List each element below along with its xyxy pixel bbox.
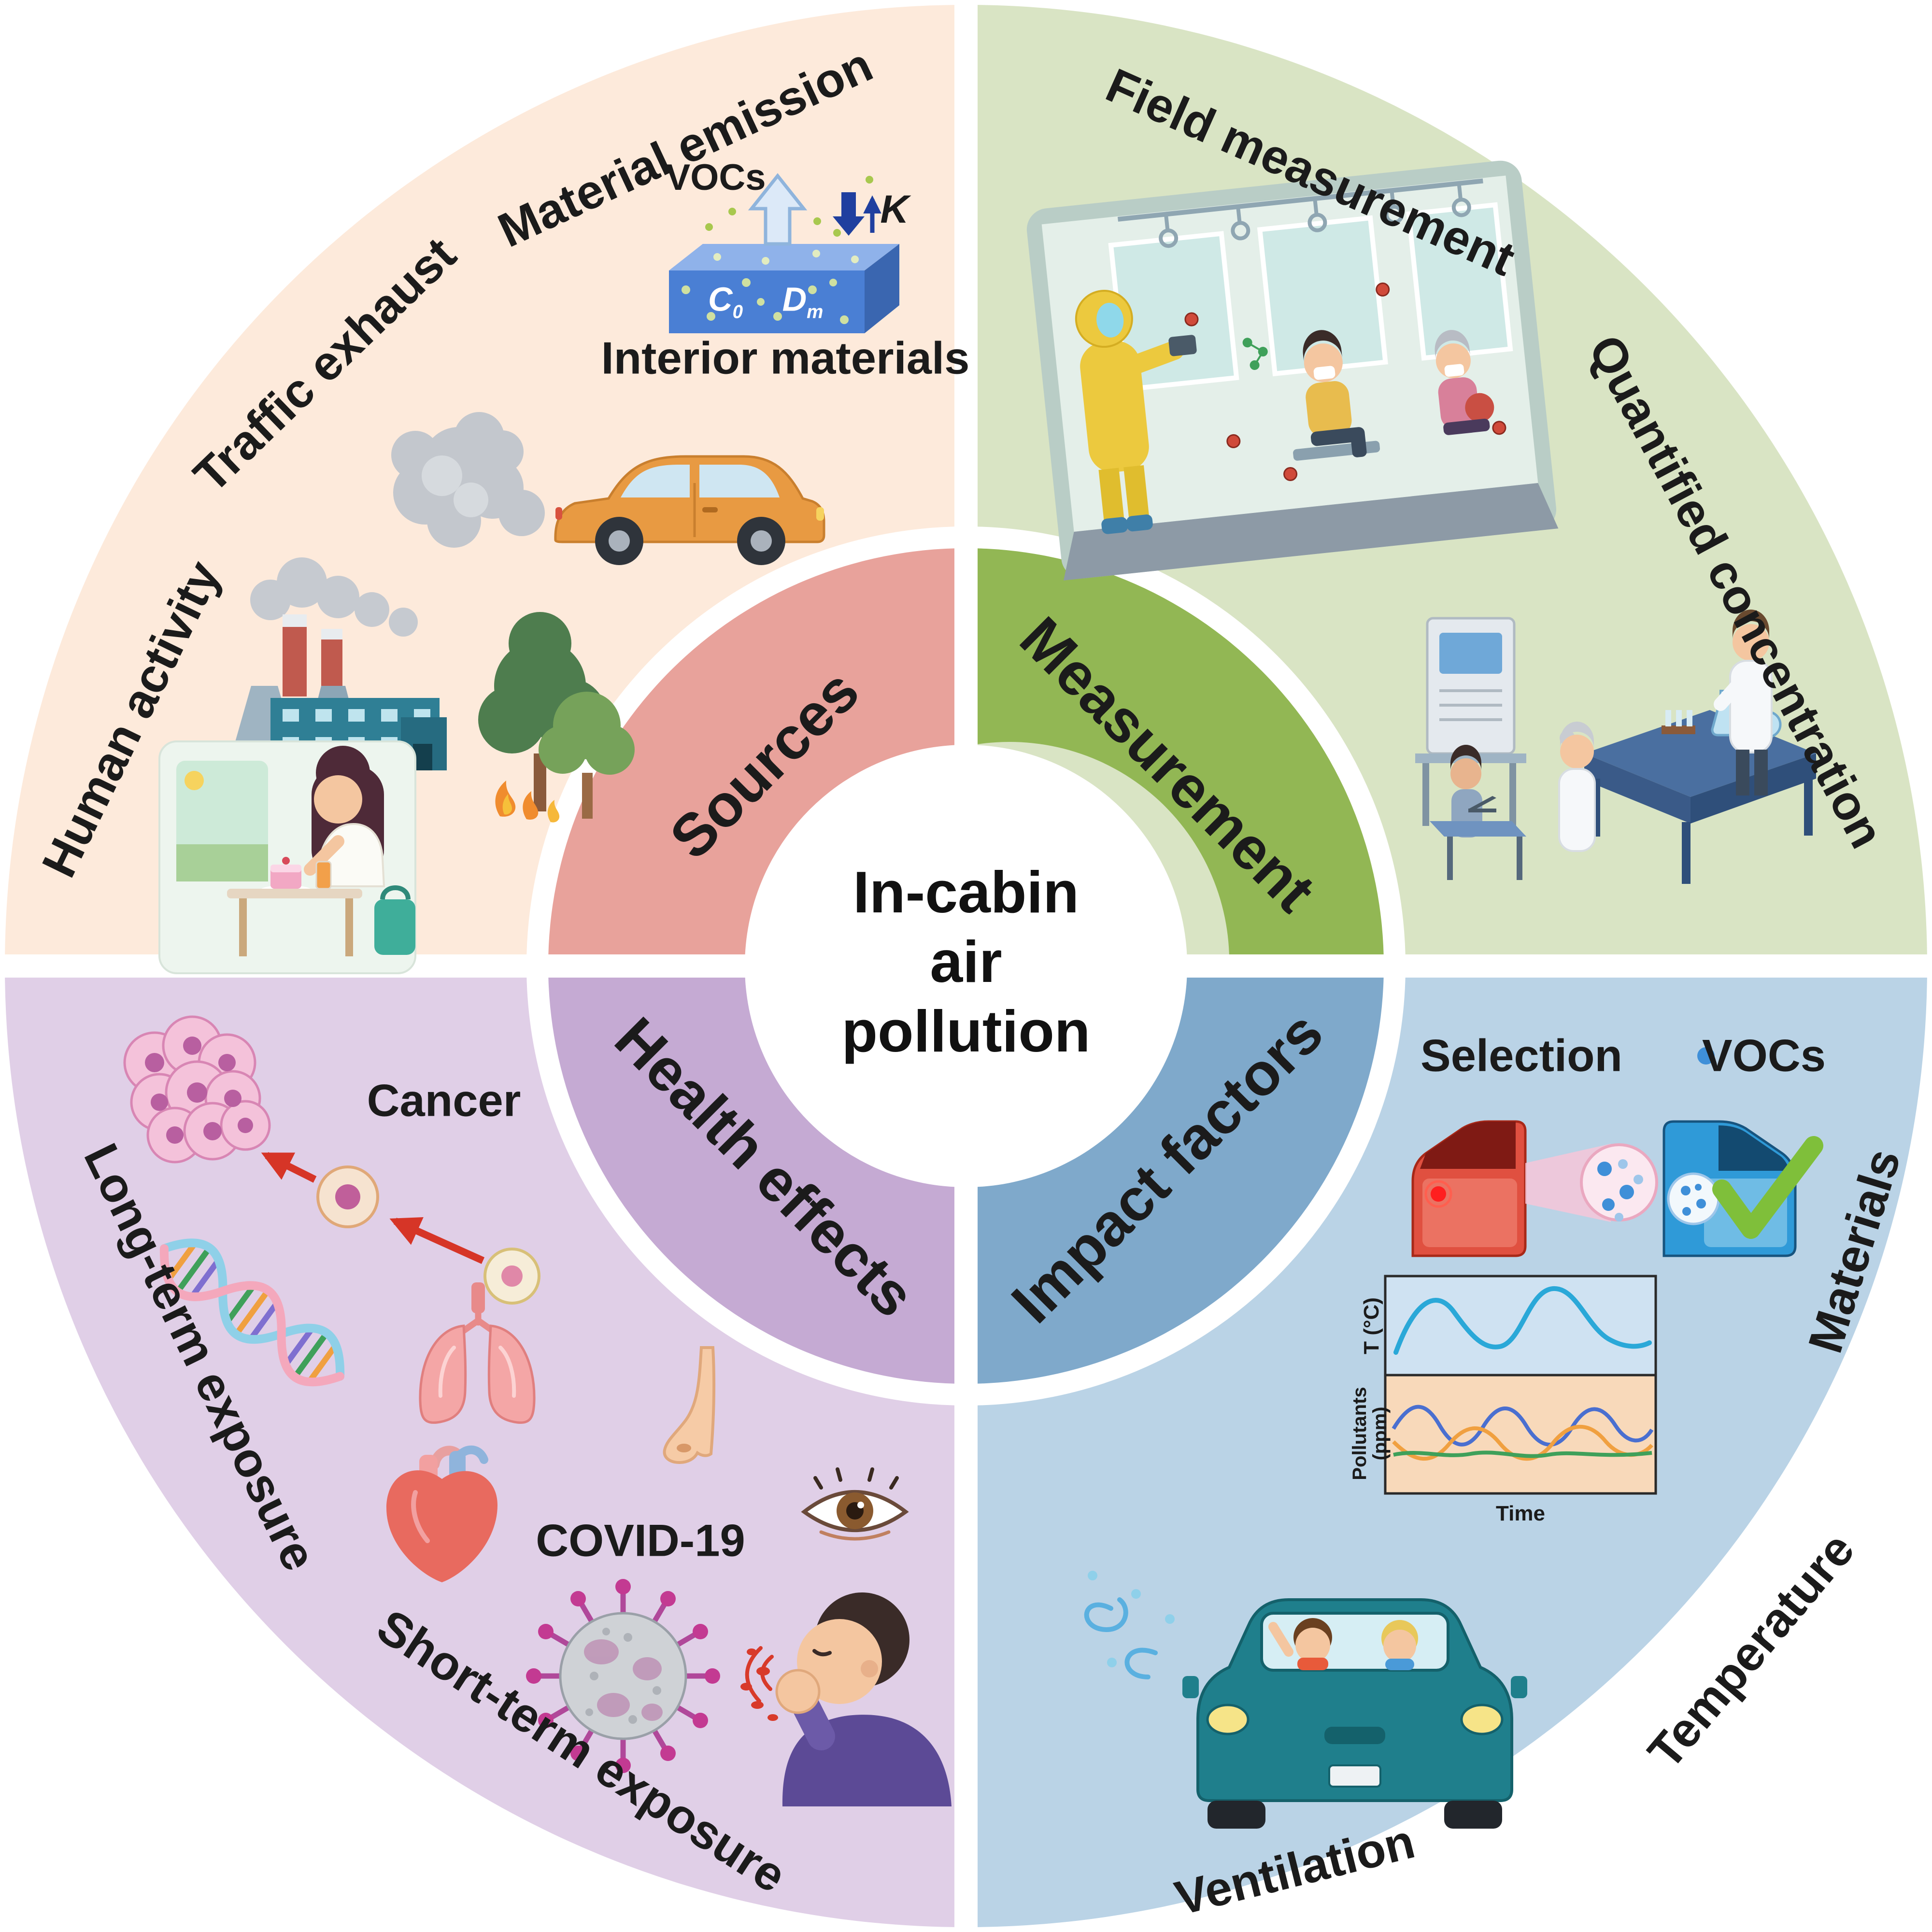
lungs-illustration — [419, 1282, 536, 1424]
c0-label: C0 — [708, 280, 743, 323]
virus-particles — [1184, 282, 1506, 481]
chart-y2-axis-label: Pollutants (ppm) — [1349, 1387, 1391, 1480]
sources-band — [548, 548, 966, 966]
vocs-source-label: VOCs — [666, 157, 766, 199]
center-title-line3: pollution — [841, 998, 1091, 1064]
person-dining-scene-illustration — [158, 740, 416, 974]
cancer-label: Cancer — [367, 1075, 521, 1126]
coronavirus-illustration — [526, 1579, 720, 1773]
ventilated-car-illustration — [1084, 1571, 1527, 1829]
material-emission-box-illustration — [669, 173, 899, 333]
hazmat-person — [1075, 290, 1197, 534]
passenger-masked — [1293, 330, 1380, 461]
center-title-line2: air — [930, 929, 1002, 995]
scientist-center — [1558, 722, 1596, 852]
kid-driver — [1381, 1620, 1418, 1670]
temperature-pollutant-chart — [1384, 1275, 1657, 1495]
coughing-person-illustration — [740, 1592, 952, 1806]
heart-illustration — [386, 1445, 497, 1582]
interior-materials-label: Interior materials — [601, 332, 970, 384]
k-exchange-arrows-icon — [833, 192, 881, 236]
nose-illustration — [663, 1346, 716, 1464]
scientist-seated — [1430, 745, 1526, 880]
chart-y1-axis-label: T (°C) — [1359, 1297, 1383, 1354]
dna-helix-illustration — [159, 1238, 345, 1387]
dividing-cells-illustration — [261, 1152, 540, 1305]
selection-label: Selection — [1421, 1030, 1622, 1081]
kid-waving — [1268, 1618, 1332, 1670]
vocs-dot-icon — [1697, 1047, 1715, 1065]
dm-label: Dm — [782, 280, 824, 323]
laboratory-illustration — [1415, 610, 1816, 884]
cancer-cell-cluster-illustration — [123, 1015, 271, 1164]
red-door-illustration — [1411, 1120, 1658, 1257]
subway-cabin-illustration — [1026, 160, 1559, 581]
impact-factors-band — [966, 966, 1384, 1384]
vocs-impact-label: VOCs — [1702, 1030, 1826, 1081]
blue-door-illustration — [1662, 1120, 1823, 1257]
center-title-line1: In-cabin — [853, 859, 1079, 925]
center-title: In-cabin air pollution — [842, 858, 1091, 1066]
chart-x-axis-label: Time — [1496, 1501, 1545, 1525]
health-effects-band — [548, 966, 966, 1384]
air-swirls — [1084, 1597, 1158, 1679]
car-exhaust-illustration — [391, 412, 825, 565]
voc-up-arrow-icon — [748, 173, 808, 246]
trees-wildfire-illustration — [478, 612, 635, 823]
check-icon — [1712, 1136, 1823, 1239]
k-coefficient-label: K — [880, 187, 909, 231]
covid19-label: COVID-19 — [536, 1515, 745, 1566]
measurement-band — [966, 548, 1384, 966]
eye-illustration — [801, 1467, 909, 1541]
passenger-with-bag — [1435, 330, 1494, 435]
scientist-standing — [1714, 610, 1773, 796]
